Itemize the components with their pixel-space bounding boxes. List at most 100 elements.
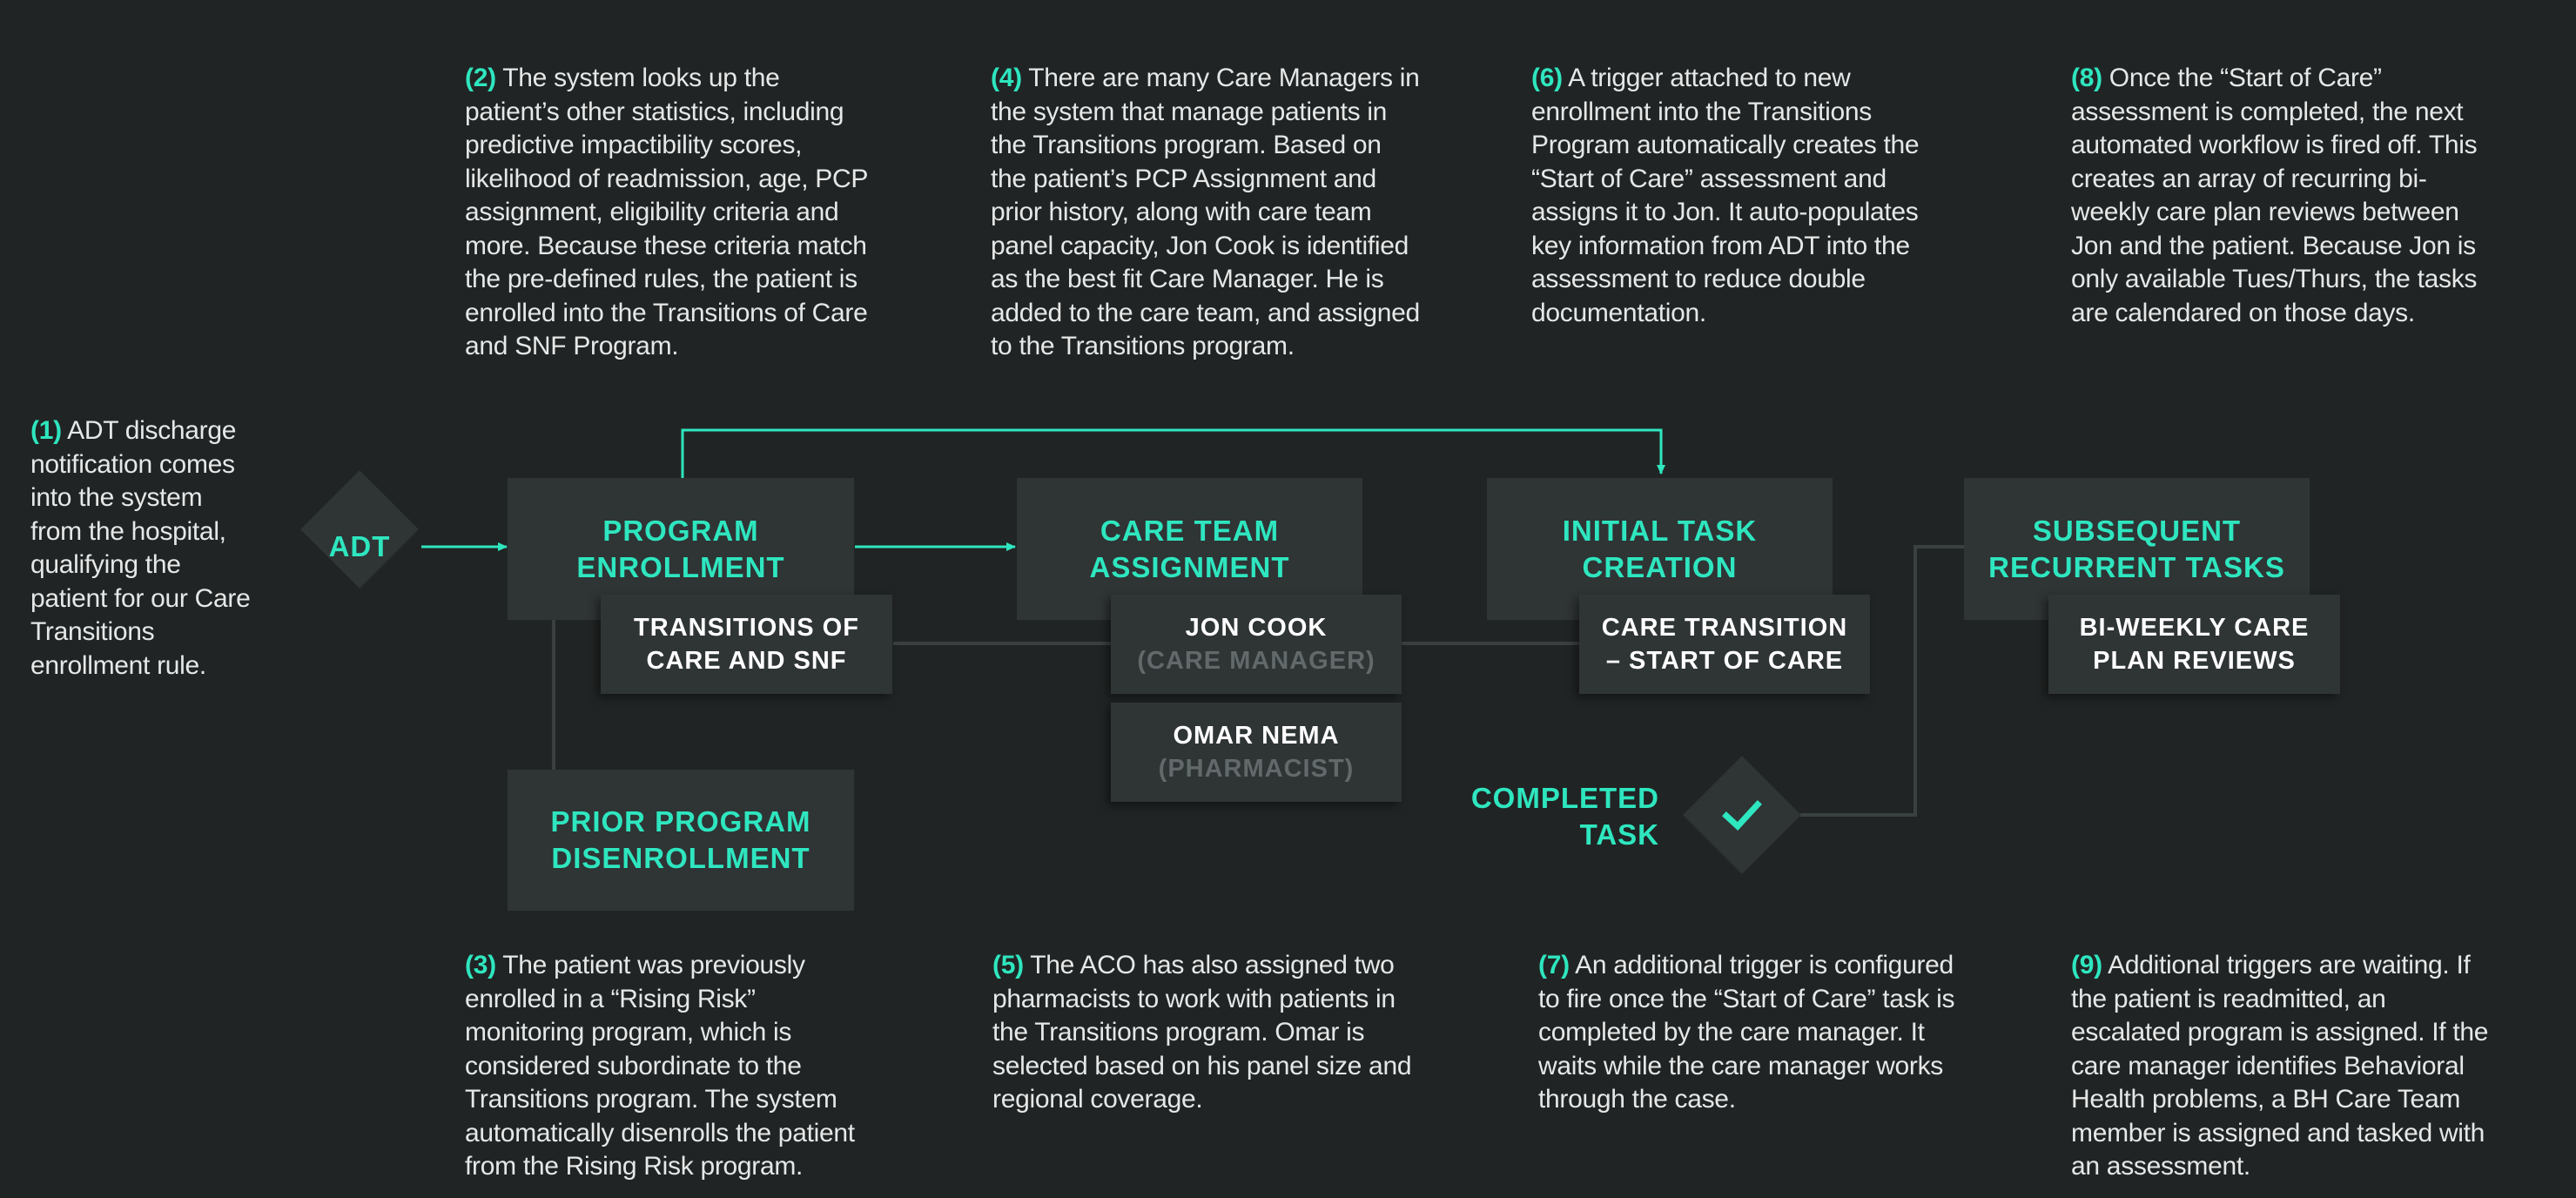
note-line: assignment, eligibility criteria and: [465, 196, 900, 230]
note-text: The ACO has also assigned two: [1023, 951, 1395, 979]
note-text: documentation.: [1531, 298, 1706, 327]
note-text: prior history, along with care team: [991, 198, 1372, 226]
initial-task-line-1: INITIAL TASK: [1562, 514, 1758, 547]
note-line: automated workflow is fired off. This: [2071, 129, 2541, 163]
care-transition-line-1: CARE TRANSITION: [1601, 614, 1848, 642]
subsequent-line-2: RECURRENT TASKS: [1988, 550, 2285, 583]
note-number: (2): [465, 64, 496, 92]
initial-task-line-2: CREATION: [1582, 550, 1738, 583]
biweekly-line-1: BI-WEEKLY CARE: [2079, 614, 2310, 642]
note-text: regional coverage.: [992, 1085, 1203, 1114]
note-text: an assessment.: [2071, 1152, 2250, 1181]
note-line: enrolled in a “Rising Risk”: [465, 983, 900, 1017]
note-text: creates an array of recurring bi-: [2071, 164, 2427, 193]
note-text: notification comes: [30, 449, 235, 479]
note-line: creates an array of recurring bi-: [2071, 163, 2541, 197]
note-line: waits while the care manager works: [1538, 1050, 1974, 1084]
note-line: assessment is completed, the next: [2071, 96, 2541, 130]
note-line: more. Because these criteria match: [465, 230, 900, 264]
note-text: Additional triggers are waiting. If: [2102, 951, 2471, 979]
note-text: added to the care team, and assigned: [991, 298, 1420, 327]
note-line: (5) The ACO has also assigned two: [992, 949, 1428, 983]
note-number: (8): [2071, 64, 2102, 92]
note-text: selected based on his panel size and: [992, 1051, 1412, 1080]
note-line: are calendared on those days.: [2071, 297, 2541, 331]
note-text: care manager identifies Behavioral: [2071, 1051, 2465, 1080]
note-text: to the Transitions program.: [991, 332, 1295, 360]
jon-cook-box: JON COOK(CARE MANAGER): [1111, 595, 1402, 694]
note-line: added to the care team, and assigned: [991, 297, 1426, 331]
note-line: enrollment rule.: [30, 649, 266, 683]
note-line: (7) An additional trigger is configured: [1538, 949, 1974, 983]
note-text: considered subordinate to the: [465, 1051, 802, 1080]
note-line: escalated program is assigned. If the: [2071, 1016, 2541, 1050]
note-text: monitoring program, which is: [465, 1018, 792, 1047]
note-number: (6): [1531, 64, 1563, 92]
note-line: from the hospital,: [30, 515, 266, 549]
note-text: the pre-defined rules, the patient is: [465, 265, 858, 293]
note-text: escalated program is assigned. If the: [2071, 1018, 2489, 1047]
note-number: (4): [991, 64, 1022, 92]
note-text: Program automatically creates the: [1531, 131, 1920, 159]
note-line: (6) A trigger attached to new: [1531, 62, 1967, 96]
note-text: as the best fit Care Manager. He is: [991, 265, 1384, 293]
note-text: assignment, eligibility criteria and: [465, 198, 839, 226]
note-text: key information from ADT into the: [1531, 231, 1910, 260]
note-line: considered subordinate to the: [465, 1050, 900, 1084]
note-text: enrolled in a “Rising Risk”: [465, 984, 756, 1013]
omar-nema-box: OMAR NEMA(PHARMACIST): [1111, 703, 1402, 802]
note-text: automated workflow is fired off. This: [2071, 131, 2478, 159]
note-text: likelihood of readmission, age, PCP: [465, 164, 869, 193]
note-line: predictive impactibility scores,: [465, 129, 900, 163]
note-text: completed by the care manager. It: [1538, 1018, 1925, 1047]
note-number: (3): [465, 951, 496, 979]
note-line: notification comes: [30, 448, 266, 482]
note-text: automatically disenrolls the patient: [465, 1118, 855, 1148]
biweekly-reviews-box: BI-WEEKLY CARE PLAN REVIEWS: [2048, 595, 2340, 694]
note-line: selected based on his panel size and: [992, 1050, 1428, 1084]
enrollment-to-initial-task-arrow: [681, 428, 1665, 479]
note-text: through the case.: [1538, 1085, 1736, 1114]
note-text: The patient was previously: [495, 951, 805, 979]
note-line: Health problems, a BH Care Team: [2071, 1083, 2541, 1117]
note-line: member is assigned and tasked with: [2071, 1117, 2541, 1151]
note-text: There are many Care Managers in: [1021, 64, 1420, 92]
note-text: member is assigned and tasked with: [2071, 1118, 2485, 1148]
care-team-line-2: ASSIGNMENT: [1089, 550, 1290, 583]
note-line: and SNF Program.: [465, 330, 900, 364]
note-text: patient for our Care: [30, 583, 251, 613]
note-line: into the system: [30, 481, 266, 515]
note-line: weekly care plan reviews between: [2071, 196, 2541, 230]
note-text: pharmacists to work with patients in: [992, 984, 1396, 1013]
note-line: the patient is readmitted, an: [2071, 983, 2541, 1017]
note-line: only available Tues/Thurs, the tasks: [2071, 263, 2541, 297]
note-text: from the hospital,: [30, 516, 226, 546]
transitions-line-1: TRANSITIONS OF: [634, 614, 859, 642]
note-text: A trigger attached to new: [1562, 64, 1851, 92]
note-text: more. Because these criteria match: [465, 231, 867, 260]
completed-line-1: COMPLETED: [1470, 782, 1659, 814]
note-line: prior history, along with care team: [991, 196, 1426, 230]
check-icon: [1722, 800, 1762, 831]
note-text: Once the “Start of Care”: [2102, 64, 2382, 92]
note-line: to the Transitions program.: [991, 330, 1426, 364]
note-number: (5): [992, 951, 1024, 979]
jon-cook-role: (CARE MANAGER): [1137, 647, 1375, 675]
note-text: and SNF Program.: [465, 332, 679, 360]
note-line: (8) Once the “Start of Care”: [2071, 62, 2541, 96]
note-text: enrollment into the Transitions: [1531, 97, 1872, 126]
note-line: to fire once the “Start of Care” task is: [1538, 983, 1974, 1017]
note-text: the patient’s PCP Assignment and: [991, 164, 1376, 193]
note-text: enrollment rule.: [30, 650, 206, 680]
note-text: Jon and the patient. Because Jon is: [2071, 231, 2476, 260]
note-text: patient’s other statistics, including: [465, 97, 844, 126]
note-text: Health problems, a BH Care Team: [2071, 1085, 2461, 1114]
biweekly-line-2: PLAN REVIEWS: [2093, 647, 2296, 675]
note-line: patient for our Care: [30, 582, 266, 616]
prior-disenrollment-line-1: PRIOR PROGRAM: [550, 805, 811, 838]
